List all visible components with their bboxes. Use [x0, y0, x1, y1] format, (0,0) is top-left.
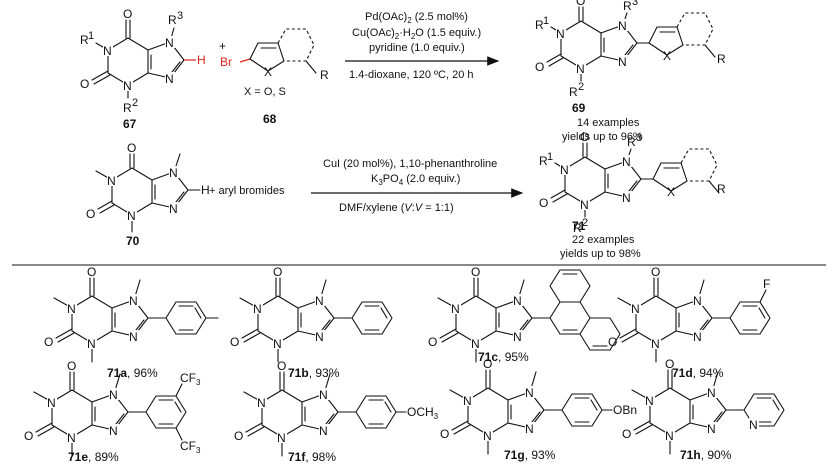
x-definition: X = O, S: [244, 86, 286, 98]
label-71: 71: [572, 219, 586, 233]
svg-text:3: 3: [632, 0, 638, 8]
svg-text:N: N: [576, 62, 585, 76]
example-71e-label: 71e, 89%: [68, 450, 119, 464]
svg-text:R: R: [539, 154, 548, 168]
svg-text:N: N: [165, 36, 174, 50]
example-71e: CF3 CF3: [23, 358, 201, 457]
svg-text:Br: Br: [220, 55, 232, 69]
svg-text:N: N: [169, 202, 178, 216]
example-71h-label: 71h, 90%: [680, 448, 732, 462]
svg-text:K3PO4 (2.0 equiv.): K3PO4 (2.0 equiv.): [371, 173, 460, 187]
svg-text:Cu(OAc)2·H2O (1.5 equiv.): Cu(OAc)2·H2O (1.5 equiv.): [352, 27, 481, 41]
svg-text:3: 3: [636, 132, 642, 144]
svg-text:N: N: [103, 44, 112, 58]
svg-text:N: N: [165, 72, 174, 86]
label-69: 69: [572, 101, 586, 115]
label-67: 67: [123, 117, 137, 131]
svg-text:O: O: [535, 60, 544, 74]
svg-text:1: 1: [543, 15, 549, 27]
svg-text:N: N: [618, 55, 627, 69]
svg-text:OCH3: OCH3: [407, 405, 439, 421]
example-71c: [427, 264, 621, 363]
svg-text:R: R: [573, 221, 582, 235]
label-68: 68: [263, 112, 277, 126]
scheme2-reactant-70: O O N N N N H: [86, 141, 210, 233]
scheme1-conditions: Pd(OAc)2 (2.5 mol%) Cu(OAc)2·H2O (1.5 eq…: [345, 11, 500, 81]
svg-text:X: X: [264, 65, 272, 79]
svg-text:N: N: [127, 209, 136, 223]
example-71g: OBn: [439, 356, 637, 455]
example-71g-label: 71g, 93%: [504, 448, 556, 462]
svg-text:2: 2: [132, 97, 138, 109]
svg-text:R: R: [168, 13, 177, 27]
scheme2-summary-2: yields up to 98%: [560, 248, 641, 260]
scheme2-summary-1: 22 examples: [572, 234, 635, 246]
label-70: 70: [126, 234, 140, 248]
svg-text:N: N: [618, 19, 627, 33]
svg-text:N: N: [556, 27, 565, 41]
svg-text:CF3: CF3: [180, 439, 201, 455]
svg-text:H: H: [201, 183, 210, 197]
example-71a-label: 71a, 96%: [107, 366, 158, 380]
svg-text:R: R: [123, 101, 132, 115]
svg-text:R: R: [627, 135, 636, 149]
svg-text:2: 2: [578, 81, 584, 93]
svg-text:N: N: [622, 191, 631, 205]
example-71b: [229, 264, 393, 363]
scheme1-summary-2: yields up to 96%: [562, 131, 643, 143]
example-71f: OCH3: [233, 358, 439, 457]
svg-text:pyridine (1.0 equiv.): pyridine (1.0 equiv.): [369, 42, 465, 54]
scheme1-hetaryl-68: Br X R: [220, 28, 329, 82]
example-71d: F: [607, 264, 771, 363]
svg-text:H: H: [197, 53, 206, 67]
svg-text:R: R: [717, 182, 726, 196]
example-71f-label: 71f, 98%: [288, 450, 336, 464]
svg-text:X: X: [667, 185, 675, 199]
example-71d-label: 71d, 94%: [672, 366, 724, 380]
svg-text:N: N: [749, 418, 758, 432]
svg-text:N: N: [107, 174, 116, 188]
example-71h: N: [621, 356, 785, 455]
svg-text:O: O: [580, 130, 589, 144]
svg-text:N: N: [560, 163, 569, 177]
svg-text:CF3: CF3: [180, 371, 201, 387]
svg-text:1: 1: [88, 30, 94, 42]
plus-aryl-bromides: + aryl bromides: [209, 185, 285, 197]
svg-text:O: O: [86, 207, 95, 221]
scheme1-summary-1: 14 examples: [577, 117, 640, 129]
svg-text:R: R: [717, 52, 726, 66]
svg-text:DMF/xylene (V:V = 1:1): DMF/xylene (V:V = 1:1): [339, 202, 454, 214]
example-71a: [43, 264, 219, 363]
svg-text:O: O: [576, 0, 585, 8]
svg-text:O: O: [539, 196, 548, 210]
svg-text:R: R: [535, 18, 544, 32]
svg-text:N: N: [622, 155, 631, 169]
svg-text:3: 3: [177, 10, 183, 22]
svg-text:OBn: OBn: [613, 403, 637, 417]
svg-text:2: 2: [582, 217, 588, 229]
svg-text:O: O: [80, 77, 89, 91]
svg-text:O: O: [127, 141, 136, 155]
example-71b-label: 71b, 93%: [288, 366, 340, 380]
svg-text:N: N: [580, 198, 589, 212]
svg-text:1.4-dioxane, 120 ºC, 20 h: 1.4-dioxane, 120 ºC, 20 h: [349, 69, 474, 81]
svg-text:CuI (20 mol%), 1,10-phenanthro: CuI (20 mol%), 1,10-phenanthroline: [323, 158, 497, 170]
svg-text:F: F: [763, 277, 770, 291]
svg-text:1: 1: [547, 151, 553, 163]
svg-text:Pd(OAc)2 (2.5 mol%): Pd(OAc)2 (2.5 mol%): [365, 11, 468, 25]
plus-sign: +: [219, 39, 226, 53]
scheme2-conditions: CuI (20 mol%), 1,10-phenanthroline K3PO4…: [311, 158, 524, 214]
svg-text:N: N: [169, 166, 178, 180]
svg-text:X: X: [663, 49, 671, 63]
svg-text:R: R: [623, 0, 632, 13]
svg-text:O: O: [123, 7, 132, 21]
svg-text:R: R: [569, 85, 578, 99]
svg-text:R: R: [320, 68, 329, 82]
svg-text:R: R: [80, 33, 89, 47]
svg-text:N: N: [123, 79, 132, 93]
